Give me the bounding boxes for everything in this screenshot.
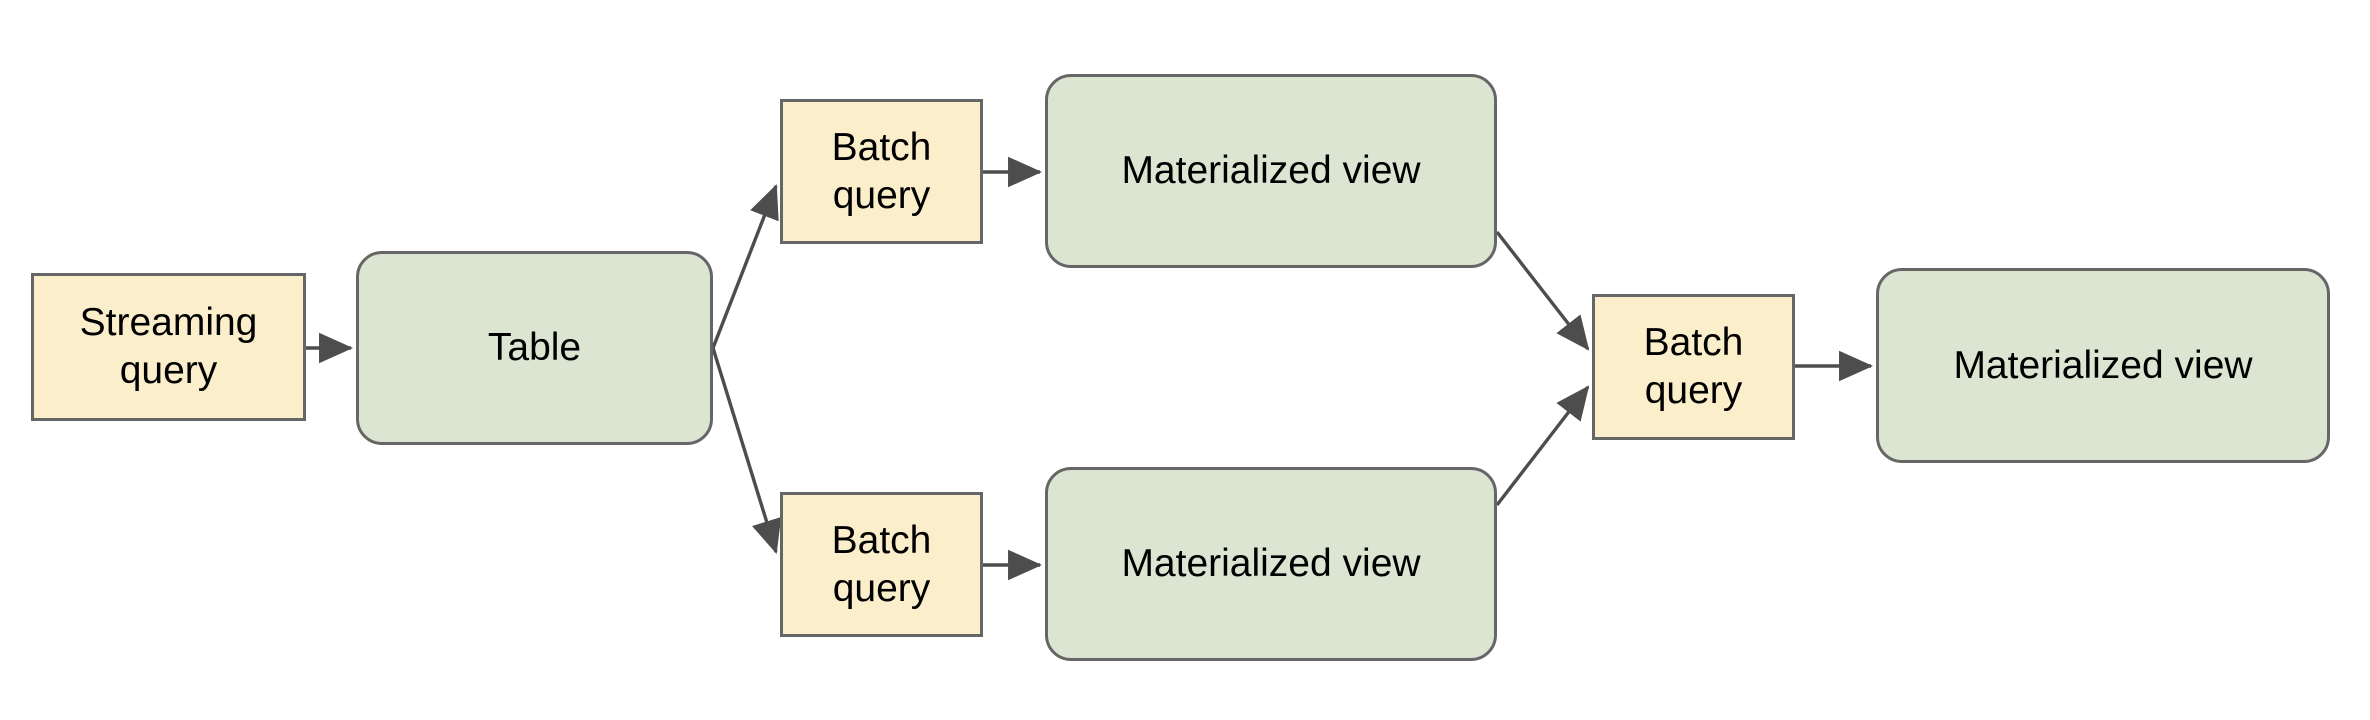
node-label: Materialized view (1953, 343, 2253, 387)
node-label: Streaming query (79, 301, 258, 392)
node-batch-query-top[interactable]: Batch query (780, 99, 983, 244)
node-batch-query-bottom[interactable]: Batch query (780, 492, 983, 637)
edge-table-to-batch-query-bottom (711, 347, 782, 554)
node-materialized-view-final[interactable]: Materialized view (1876, 268, 2330, 463)
node-batch-query-join[interactable]: Batch query (1592, 294, 1795, 440)
edge-table-to-batch-query-top (711, 184, 779, 349)
node-label: Table (487, 326, 582, 370)
node-streaming-query[interactable]: Streaming query (31, 273, 306, 421)
edge-materialized-view-top-to-batch-query-join (1495, 230, 1590, 351)
node-label: Batch query (1643, 321, 1744, 412)
node-materialized-view-top[interactable]: Materialized view (1045, 74, 1497, 268)
node-table[interactable]: Table (356, 251, 713, 445)
node-label: Materialized view (1121, 149, 1421, 193)
node-label: Materialized view (1121, 542, 1421, 586)
node-materialized-view-bottom[interactable]: Materialized view (1045, 467, 1497, 661)
node-label: Batch query (831, 518, 932, 610)
edge-materialized-view-bottom-to-batch-query-join (1495, 385, 1590, 507)
node-label: Batch query (831, 125, 932, 217)
